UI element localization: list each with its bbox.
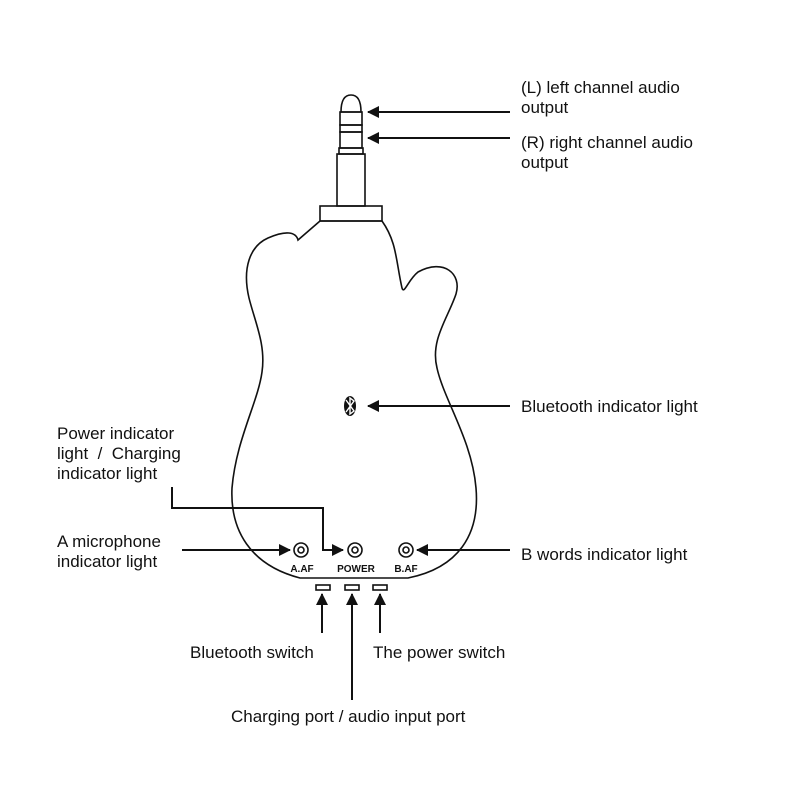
arrow-power-light xyxy=(171,487,344,556)
panel-label-a-af: A.AF xyxy=(290,564,313,575)
label-left-channel-line1: (L) left channel audio xyxy=(521,78,680,97)
led-b-af xyxy=(398,542,414,558)
plug-ring-left xyxy=(339,111,363,126)
label-b-words-light: B words indicator light xyxy=(521,545,688,564)
label-bluetooth-light: Bluetooth indicator light xyxy=(521,397,698,416)
panel-label-power: POWER xyxy=(337,564,376,575)
plug-collar xyxy=(319,205,383,222)
plug-ring-right xyxy=(339,131,363,149)
led-power xyxy=(347,542,363,558)
panel-label-b-af: B.AF xyxy=(394,564,417,575)
audio-plug xyxy=(319,94,383,222)
label-right-channel-line1: (R) right channel audio xyxy=(521,133,693,152)
label-right-channel-line2: output xyxy=(521,153,569,172)
label-power-light-line2: light / Charging xyxy=(57,444,181,463)
bluetooth-icon xyxy=(344,396,356,416)
charging-port-slot xyxy=(344,584,360,591)
label-bluetooth-switch: Bluetooth switch xyxy=(190,643,314,662)
plug-ring-insulator xyxy=(339,124,363,133)
label-charging-port: Charging port / audio input port xyxy=(231,707,466,726)
bluetooth-switch-slot xyxy=(315,584,331,591)
plug-ring-insulator-2 xyxy=(338,147,364,155)
label-a-mic-line1: A microphone xyxy=(57,532,161,551)
label-power-switch: The power switch xyxy=(373,643,505,662)
label-left-channel-line2: output xyxy=(521,98,569,117)
label-power-light-line1: Power indicator xyxy=(57,424,175,443)
device-body-outline xyxy=(231,220,478,579)
led-a-af xyxy=(293,542,309,558)
label-a-mic-line2: indicator light xyxy=(57,552,157,571)
plug-sleeve xyxy=(336,153,366,207)
power-switch-slot xyxy=(372,584,388,591)
plug-tip xyxy=(340,94,362,113)
label-power-light-line3: indicator light xyxy=(57,464,157,483)
